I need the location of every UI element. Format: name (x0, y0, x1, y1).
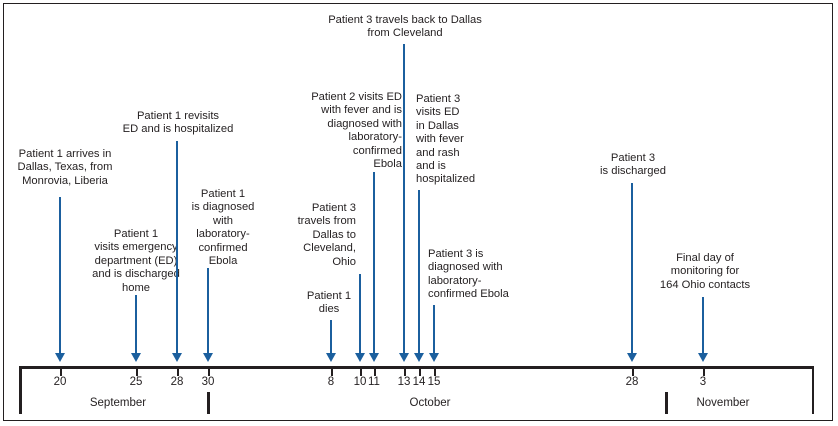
axis-end-left (19, 366, 22, 414)
axis-tick (331, 368, 333, 376)
axis-tick-label: 20 (53, 376, 67, 388)
event-label-p1-diagnosed: Patient 1 is diagnosed with laboratory- … (191, 188, 255, 268)
month-label-september: September (89, 397, 147, 409)
event-arrowhead-p1-diagnosed (202, 353, 213, 362)
axis-tick-label: 14 (412, 376, 426, 388)
event-label-p3-travels-back-to-dallas: Patient 3 travels back to Dallas from Cl… (328, 14, 482, 40)
event-leader-line-p1-diagnosed (206, 268, 210, 353)
axis-tick (632, 368, 634, 376)
axis-tick (177, 368, 179, 376)
axis-tick (208, 368, 210, 376)
figure-border (3, 3, 833, 421)
event-label-p1-revisits-ed: Patient 1 revisits ED and is hospitalize… (122, 110, 234, 136)
axis-tick-label: 13 (397, 376, 411, 388)
event-label-p1-visits-ed: Patient 1 visits emergency department (E… (92, 228, 180, 294)
axis-tick (434, 368, 436, 376)
event-leader-line-final-day-monitoring (701, 297, 705, 353)
event-label-p1-dies: Patient 1 dies (306, 290, 352, 316)
event-arrowhead-p1-dies (325, 353, 336, 362)
event-arrowhead-p3-visits-ed-dallas (413, 353, 424, 362)
axis-tick (374, 368, 376, 376)
axis-tick (360, 368, 362, 376)
month-separator (665, 392, 668, 414)
event-label-p3-travels-to-cleveland: Patient 3 travels from Dallas to Clevela… (297, 202, 356, 268)
event-arrowhead-p1-visits-ed (130, 353, 141, 362)
event-label-p3-diagnosed: Patient 3 is diagnosed with laboratory- … (428, 248, 509, 301)
event-leader-line-p2-visits-ed (372, 172, 376, 353)
event-leader-line-p3-diagnosed (432, 305, 436, 353)
event-label-p1-arrives: Patient 1 arrives in Dallas, Texas, from… (17, 148, 113, 187)
event-leader-line-p1-arrives (58, 197, 62, 353)
event-leader-line-p3-visits-ed-dallas (417, 190, 421, 353)
event-label-p3-discharged: Patient 3 is discharged (600, 152, 666, 178)
event-label-p3-visits-ed-dallas: Patient 3 visits ED in Dallas with fever… (416, 93, 476, 186)
event-leader-line-p3-travels-to-cleveland (358, 274, 362, 353)
axis-tick-label: 30 (201, 376, 215, 388)
axis-tick (703, 368, 705, 376)
event-leader-line-p1-revisits-ed (175, 141, 179, 353)
axis-tick (136, 368, 138, 376)
month-separator (207, 392, 210, 414)
event-arrowhead-p2-visits-ed (368, 353, 379, 362)
axis-tick (60, 368, 62, 376)
axis-tick (419, 368, 421, 376)
event-arrowhead-final-day-monitoring (697, 353, 708, 362)
month-label-october: October (409, 397, 451, 409)
event-leader-line-p1-dies (329, 320, 333, 353)
axis-tick-label: 15 (427, 376, 441, 388)
event-leader-line-p3-discharged (630, 183, 634, 353)
event-arrowhead-p3-travels-to-cleveland (354, 353, 365, 362)
event-label-final-day-monitoring: Final day of monitoring for 164 Ohio con… (659, 252, 751, 291)
axis-tick-label: 8 (327, 376, 335, 388)
axis-tick-label: 25 (129, 376, 143, 388)
event-arrowhead-p3-discharged (626, 353, 637, 362)
axis-tick-label: 3 (699, 376, 707, 388)
event-arrowhead-p1-arrives (54, 353, 65, 362)
month-label-november: November (696, 397, 750, 409)
axis-tick-label: 28 (625, 376, 639, 388)
event-label-p2-visits-ed: Patient 2 visits ED with fever and is di… (311, 91, 402, 171)
event-leader-line-p3-travels-back-to-dallas (402, 44, 406, 353)
axis-tick-label: 10 (353, 376, 367, 388)
event-arrowhead-p3-travels-back-to-dallas (398, 353, 409, 362)
event-leader-line-p1-visits-ed (134, 295, 138, 353)
event-arrowhead-p3-diagnosed (428, 353, 439, 362)
axis-tick-label: 28 (170, 376, 184, 388)
axis-end-right (811, 366, 814, 414)
axis-baseline (19, 366, 814, 369)
axis-tick-label: 11 (368, 376, 380, 388)
axis-tick (404, 368, 406, 376)
event-arrowhead-p1-revisits-ed (171, 353, 182, 362)
